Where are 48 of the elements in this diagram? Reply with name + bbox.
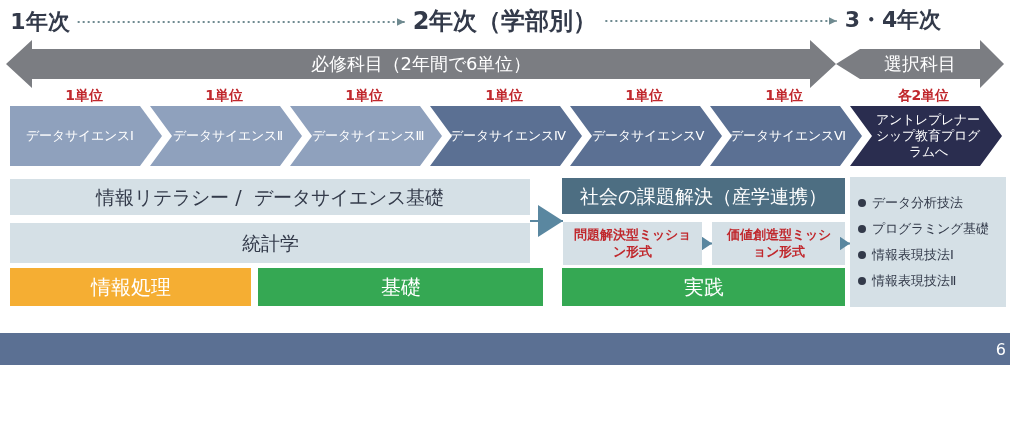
course-label: 社会の課題解決（産学連携） bbox=[579, 183, 828, 209]
course-bar bbox=[563, 222, 702, 265]
step-label: データサイエンスⅡ bbox=[172, 127, 284, 145]
credit-label: 1単位 bbox=[625, 87, 663, 105]
year-label: 1年次 bbox=[10, 8, 70, 36]
double-arrow-band bbox=[6, 40, 836, 88]
step-label: データサイエンスⅤ bbox=[591, 127, 705, 145]
credit-label: 1単位 bbox=[345, 87, 383, 105]
course-bar bbox=[258, 268, 543, 306]
course-label: 情報処理 bbox=[89, 274, 172, 300]
band-label: 選択科目 bbox=[884, 52, 956, 76]
dotted-arrow bbox=[76, 18, 406, 26]
course-bar bbox=[10, 179, 530, 215]
credit-label: 1単位 bbox=[205, 87, 243, 105]
course-bar bbox=[562, 268, 845, 306]
credit-label: 1単位 bbox=[485, 87, 523, 105]
course-bar bbox=[562, 178, 845, 214]
course-label: 統計学 bbox=[240, 230, 300, 256]
course-list-panel bbox=[850, 177, 1006, 307]
arrow-band bbox=[836, 40, 1004, 88]
list-item: プログラミング基礎 bbox=[872, 220, 989, 238]
band-label: 必修科目（2年間で6単位） bbox=[310, 52, 532, 76]
step-label: データサイエンスⅢ bbox=[311, 127, 425, 145]
step-label: データサイエンスⅠ bbox=[26, 127, 134, 145]
year-label: 2年次（学部別） bbox=[412, 6, 598, 37]
triangle-arrow bbox=[529, 205, 564, 237]
course-label: 価値創造型ミッション形式 bbox=[725, 226, 832, 261]
triangle-arrow bbox=[840, 236, 851, 251]
course-bar bbox=[10, 223, 530, 263]
list-item: 情報表現技法Ⅱ bbox=[872, 272, 957, 290]
list-item: 情報表現技法Ⅰ bbox=[872, 246, 954, 264]
credit-label: 各2単位 bbox=[897, 87, 950, 105]
course-bar bbox=[712, 222, 845, 265]
credit-label: 1単位 bbox=[65, 87, 103, 105]
list-item: データ分析技法 bbox=[872, 194, 963, 212]
course-bar bbox=[10, 268, 251, 306]
course-label: 情報リテラシー / データサイエンス基礎 bbox=[94, 184, 445, 210]
dotted-arrow bbox=[604, 17, 838, 25]
triangle-arrow bbox=[701, 236, 713, 251]
credit-label: 1単位 bbox=[765, 87, 803, 105]
step-label: データサイエンスⅥ bbox=[730, 127, 846, 145]
step-label: データサイエンスⅣ bbox=[450, 127, 566, 145]
year-label: 3・4年次 bbox=[844, 6, 942, 34]
course-label: 実践 bbox=[682, 274, 725, 300]
course-label: 基礎 bbox=[379, 274, 422, 300]
course-label: 問題解決型ミッション形式 bbox=[573, 226, 692, 261]
page-number: 6 bbox=[995, 340, 1006, 359]
step-label: アントレプレナーシップ教育プログラムへ bbox=[875, 111, 981, 161]
